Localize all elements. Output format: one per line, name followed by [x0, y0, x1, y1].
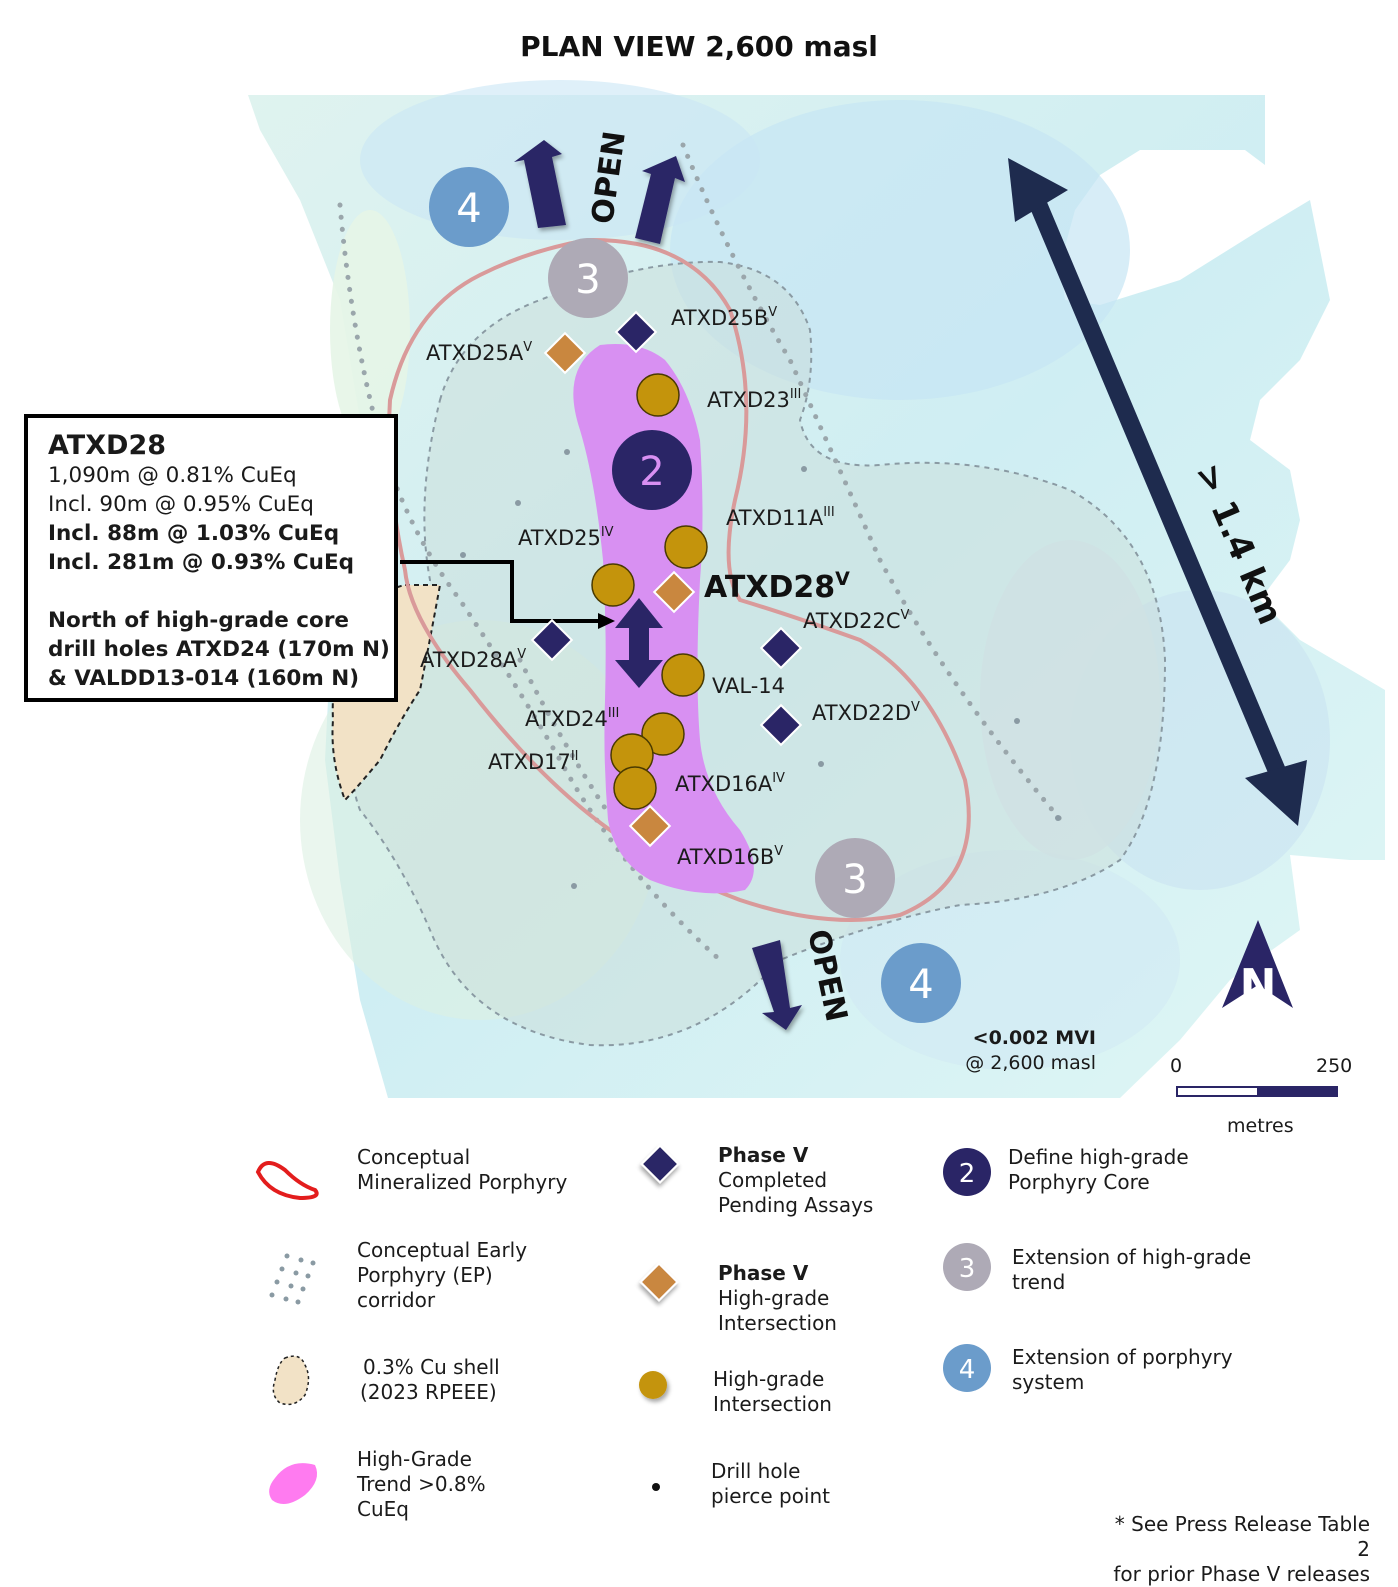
callout-line6: drill holes ATXD24 (170m N): [48, 637, 390, 662]
legend-phase-v-high-grade-icon: [639, 1262, 679, 1302]
hole-atxd22d: [759, 703, 803, 747]
footnote: * See Press Release Table 2 for prior Ph…: [1113, 1512, 1370, 1586]
hole-atxd25b: [614, 310, 658, 354]
callout-line7: & VALDD13-014 (160m N): [48, 666, 360, 691]
atxd28-callout: ATXD28 1,090m @ 0.81% CuEq Incl. 90m @ 0…: [24, 414, 398, 702]
scale-unit: metres: [1227, 1115, 1294, 1137]
legend-phase-v-completed-icon: [640, 1144, 680, 1184]
zone-2-core: 2: [612, 430, 692, 510]
label-atxd22d: ATXD22DV: [812, 700, 920, 725]
legend-high-grade-icon: [269, 1463, 318, 1504]
label-val14: VAL-14: [712, 674, 785, 698]
label-atxd22c: ATXD22CV: [803, 608, 910, 633]
legend-zone3-icon: [943, 1243, 991, 1291]
hole-atxd16a: [613, 766, 657, 810]
label-atxd28: ATXD28V: [704, 568, 850, 605]
hole-atxd22c: [759, 626, 803, 670]
label-atxd25: ATXD25IV: [518, 525, 614, 550]
map-title: PLAN VIEW 2,600 masl: [520, 30, 878, 63]
label-atxd28a: ATXD28AV: [420, 647, 526, 672]
hole-atxd25: [591, 563, 635, 607]
hole-atxd28: [652, 570, 696, 614]
scale-end: 250: [1316, 1055, 1353, 1077]
svg-text:4: 4: [908, 962, 933, 1008]
label-atxd16b: ATXD16BV: [677, 844, 783, 869]
label-atxd11a: ATXD11AIII: [726, 505, 835, 530]
hole-atxd25a: [543, 331, 587, 375]
label-atxd25a: ATXD25AV: [426, 340, 532, 365]
north-arrow-letter: N: [1240, 960, 1277, 1011]
legend-shell-icon: [272, 1355, 310, 1406]
scale-start: 0: [1170, 1055, 1183, 1077]
callout-line1: 1,090m @ 0.81% CuEq: [48, 463, 297, 488]
svg-text:3: 3: [959, 1254, 976, 1284]
label-atxd23: ATXD23III: [707, 387, 801, 412]
north-arrow: N: [1222, 920, 1293, 1011]
drill-labels: ATXD25BV ATXD25AV ATXD23III ATXD11AIII A…: [420, 305, 920, 869]
callout-line2: Incl. 90m @ 0.95% CuEq: [48, 492, 314, 517]
mvi-depth: @ 2,600 masl: [965, 1052, 1096, 1074]
callout-line3: Incl. 88m @ 1.03% CuEq: [48, 521, 340, 546]
callout-leader: [400, 560, 615, 629]
label-atxd17: ATXD17II: [488, 749, 579, 774]
section-double-arrow: [615, 598, 663, 688]
pierce-points: [460, 449, 1061, 889]
scale-bar: [1176, 1086, 1338, 1097]
zone-3-south: 3: [815, 838, 895, 918]
zone-3-north: 3: [548, 238, 628, 318]
svg-text:2: 2: [959, 1159, 976, 1189]
legend-shell-label: 0.3% Cu shell(2023 RPEEE): [360, 1355, 500, 1404]
hole-atxd16b: [628, 804, 672, 848]
hole-val14: [661, 653, 705, 697]
svg-text:3: 3: [842, 857, 867, 903]
svg-text:4: 4: [959, 1355, 976, 1385]
legend-zone2-icon: [943, 1148, 991, 1196]
hole-atxd11a: [664, 525, 708, 569]
svg-text:4: 4: [456, 186, 481, 232]
zone-4-north: 4: [429, 167, 509, 247]
legend-porphyry-icon: [255, 1161, 319, 1201]
phase-v-high-grade-holes: [543, 331, 696, 848]
hole-atxd24: [641, 712, 685, 756]
legend-ep-icon: [269, 1253, 316, 1305]
callout-title: ATXD28: [48, 430, 167, 461]
svg-text:2: 2: [639, 449, 664, 495]
hole-atxd23: [636, 373, 680, 417]
label-atxd24: ATXD24III: [525, 706, 619, 731]
hole-atxd28a: [530, 618, 574, 662]
label-atxd16a: ATXD16AIV: [675, 771, 785, 796]
zone-4-south: 4: [881, 943, 961, 1023]
legend-icons: 2 3 4: [255, 1144, 991, 1504]
legend-pierce-point-icon: [652, 1483, 660, 1491]
callout-line4: Incl. 281m @ 0.93% CuEq: [48, 550, 355, 575]
svg-text:3: 3: [575, 257, 600, 303]
phase-v-completed-holes: [530, 310, 803, 747]
callout-line5: North of high-grade core: [48, 608, 349, 633]
label-atxd25b: ATXD25BV: [671, 305, 777, 330]
mvi-value: <0.002 MVI: [972, 1027, 1096, 1049]
legend-zone4-icon: [943, 1344, 991, 1392]
high-grade-intersection-holes: [591, 373, 708, 810]
legend-high-grade-intersection-icon: [639, 1371, 667, 1399]
